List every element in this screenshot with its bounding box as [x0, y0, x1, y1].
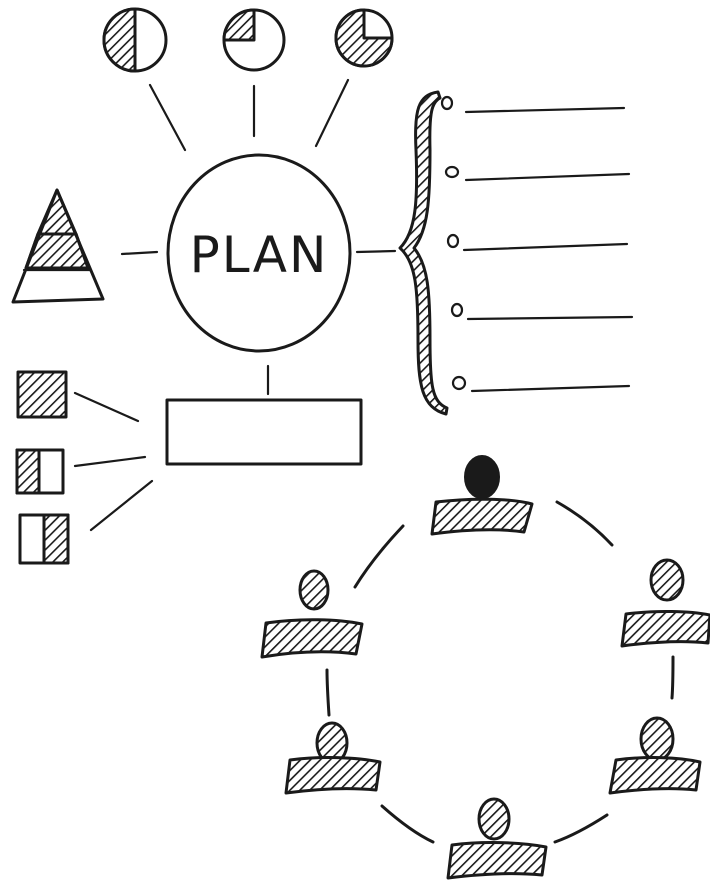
- connector-pie-1: [148, 83, 187, 152]
- square-left-fill: [15, 448, 65, 495]
- plan-circle: PLAN: [166, 153, 352, 353]
- person-icon: [430, 455, 534, 536]
- pie-chart-half: [102, 7, 168, 73]
- list-item: [440, 95, 626, 114]
- connector-pie-3: [314, 78, 350, 148]
- ring-connector: [353, 524, 405, 589]
- plan-label: PLAN: [190, 226, 329, 284]
- ring-connector: [670, 655, 675, 700]
- connector-pyramid: [120, 250, 159, 256]
- ring-connector: [555, 500, 614, 547]
- bullet-list: [440, 95, 634, 393]
- ring-connector: [380, 804, 435, 844]
- person-icon: [260, 569, 364, 659]
- connector-square-1: [73, 391, 140, 423]
- connector-list: [355, 249, 397, 254]
- person-icon: [608, 716, 702, 795]
- person-icon: [446, 797, 548, 880]
- person-icon: [284, 721, 382, 795]
- pie-chart-quarter: [222, 8, 286, 72]
- ring-connector: [325, 668, 331, 717]
- pyramid-icon: [11, 188, 105, 304]
- square-right-fill: [18, 513, 70, 565]
- list-item: [450, 302, 634, 321]
- connector-square-2: [73, 455, 147, 468]
- ring-connector: [553, 813, 609, 844]
- connector-square-3: [89, 479, 154, 532]
- curly-brace: [398, 90, 449, 416]
- people-network: [260, 455, 710, 880]
- list-item: [444, 165, 631, 182]
- person-icon: [620, 558, 710, 648]
- pie-chart-three-quarter: [334, 8, 394, 68]
- square-full-fill: [16, 370, 68, 419]
- list-item: [446, 233, 629, 252]
- plan-box: [165, 398, 363, 466]
- list-item: [451, 375, 631, 393]
